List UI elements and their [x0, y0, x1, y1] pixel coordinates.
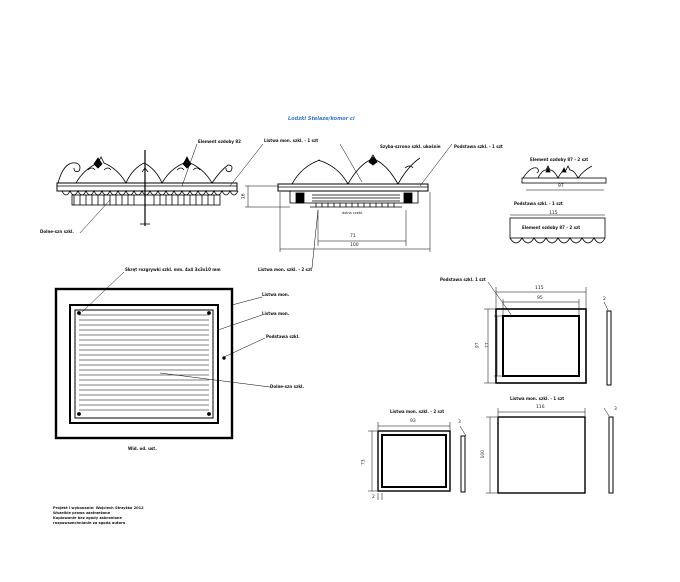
- label-front-top-note: Skręt rozgrywki szkl. mm. 4x4 3x3x10 mm: [125, 267, 221, 272]
- leader-lines-top-left: [79, 143, 264, 234]
- label-front-listwa-2: Listwa mon.: [262, 311, 290, 316]
- label-front-caption: Wid. od. ust.: [128, 446, 157, 451]
- label-element-right-1: Element ozdoby 87 - 2 szt: [530, 157, 589, 162]
- podstawa-plate: [495, 308, 612, 386]
- ornament-assembly-view: [56, 150, 239, 226]
- dim-small-side: 3: [458, 420, 461, 425]
- footer-line-1: Projekt i wykonanie: Wojciech Strzyżko 2…: [53, 506, 144, 510]
- label-podstawa-mid: Podstawa szkl. - 1 szt: [514, 201, 563, 206]
- dim-big-side: 3: [614, 407, 617, 412]
- label-listwa-mid: Listwa mon. szkl. - 2 szt: [258, 267, 313, 272]
- dim-orn-width: 97: [558, 184, 564, 189]
- dim-big-100: 100: [481, 449, 487, 459]
- section-dimension-lines: [245, 143, 453, 269]
- listwa-small-dims: [368, 422, 467, 500]
- podstawa-dims: [484, 281, 609, 384]
- front-view: [54, 287, 234, 440]
- drawing-title: Lodzki Stelaze/komor ci: [288, 116, 355, 122]
- label-listwa-big: Listwa mon. szkl. - 1 szt: [510, 396, 565, 401]
- dim-podstawa-115-a: 115: [549, 211, 558, 216]
- dim-small-thk: 2: [372, 495, 375, 500]
- dim-big-116: 116: [536, 405, 545, 410]
- label-front-listwa-1: Listwa mon.: [262, 292, 290, 297]
- label-listwa-small: Listwa mon. szkl. - 2 szt: [390, 409, 445, 414]
- label-front-podstawa: Podstawa szkl.: [266, 334, 300, 339]
- footer-notes: Projekt i wykonanie: Wojciech Strzyżko 2…: [53, 506, 144, 526]
- label-element-right-2: Element ozdoby 87 - 2 szt: [522, 225, 581, 230]
- front-view-leaders: [81, 271, 271, 388]
- section-view: [277, 154, 429, 208]
- label-center-small: dolna część: [342, 211, 363, 215]
- label-dolna-bar: Dolne-szn szkl.: [40, 229, 74, 234]
- footer-line-2: Wszelkie prawa zastrzeżone: [53, 511, 111, 515]
- listwa-big-frame: [497, 416, 614, 494]
- listwa-big-dims: [486, 407, 610, 494]
- dim-podstawa-77: 77: [485, 342, 491, 349]
- dim-small-93: 93: [410, 419, 416, 424]
- dim-small-73: 73: [361, 459, 367, 466]
- dim-podstawa-side: 2: [603, 297, 606, 302]
- dim-podstawa-97: 97: [475, 342, 481, 349]
- label-podstawa-top: Podstawa szkl. - 1 szt: [454, 144, 503, 149]
- label-ornament-left: Element ozdoby 82: [198, 139, 241, 144]
- label-szyba-detail: Szyba-szrono szkl. ukośnie: [380, 144, 441, 149]
- label-front-dolne: Dolne-szn szkl.: [270, 384, 304, 389]
- ornament-strip-b: [509, 214, 606, 244]
- footer-line-3: Kopiowanie bez zgody zabronione: [53, 516, 122, 520]
- listwa-small-frame: [377, 430, 466, 493]
- dim-section-100: 100: [350, 243, 359, 248]
- label-podstawa-right: Podstawa szkl. 1 szt: [440, 277, 486, 282]
- ornament-strip-a: [521, 165, 607, 191]
- footer-line-4: rozpowszechnianie za zgodą autora: [53, 521, 126, 525]
- dim-podstawa-115-b: 115: [535, 286, 544, 291]
- dim-side-height: 16: [241, 193, 247, 200]
- dim-section-71: 71: [350, 234, 356, 239]
- label-listwa-top: Listwa mon. szkl. - 1 szt: [264, 138, 319, 143]
- dim-podstawa-95: 95: [537, 296, 543, 301]
